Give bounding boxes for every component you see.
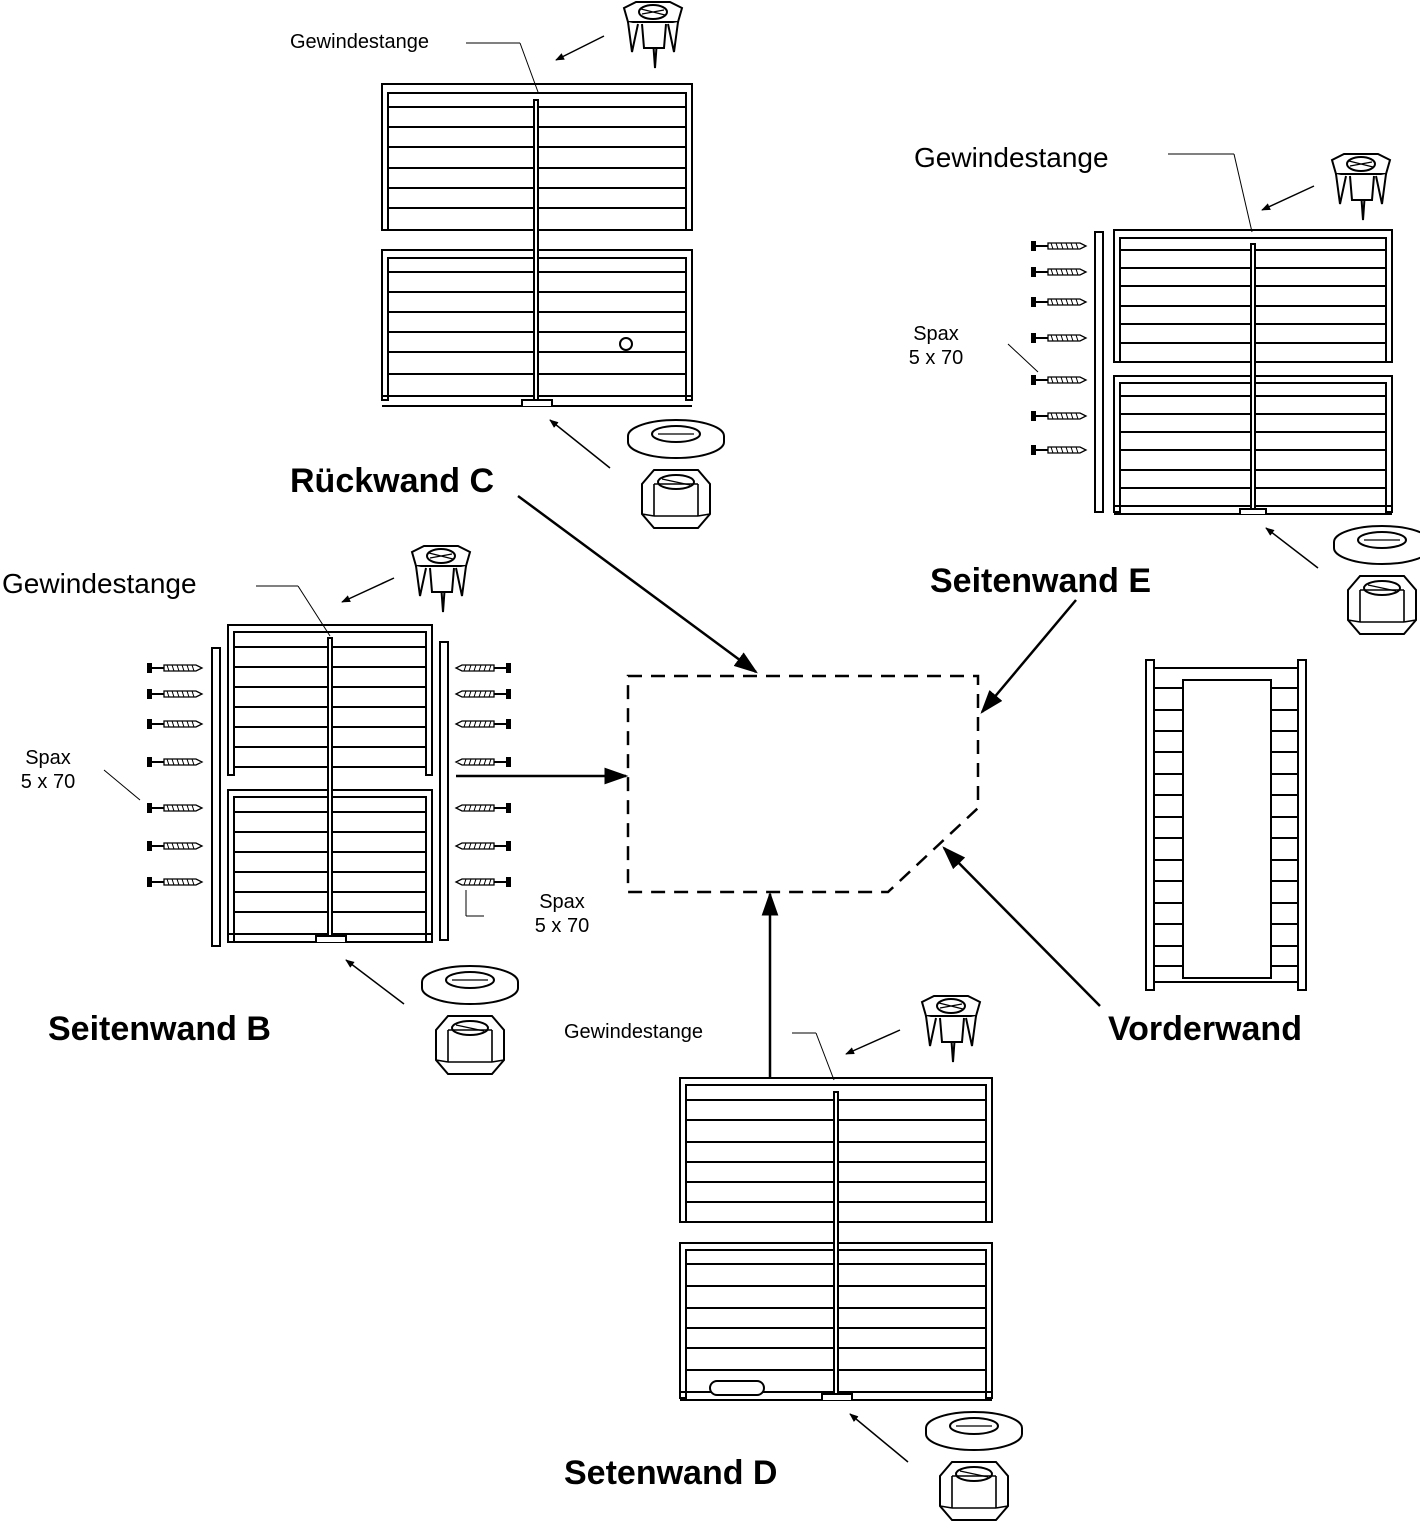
wall-label-vorderwand: Vorderwand: [1108, 1010, 1302, 1048]
wall-label-setenwand-d: Setenwand D: [564, 1454, 778, 1492]
floor-plan-outline: [626, 674, 980, 894]
rod-label-c: Gewindestange: [290, 31, 429, 53]
spax-label-b-right: Spax 5 x 70: [528, 890, 596, 938]
rod-label-d: Gewindestange: [564, 1021, 703, 1043]
rod-label-b: Gewindestange: [2, 568, 197, 599]
panel-seitenwand-b: [211, 624, 449, 947]
panel-rueckwand-c: [381, 83, 693, 407]
spax-label-e-size: 5 x 70: [908, 347, 964, 369]
rod-label-e: Gewindestange: [914, 142, 1109, 173]
spax-label-e: Spax 5 x 70: [902, 322, 970, 370]
panel-seitenwand-e: [1094, 229, 1393, 515]
spax-label-b-left-size: 5 x 70: [20, 771, 76, 793]
panel-vorderwand: [1145, 659, 1307, 991]
wall-label-rueckwand-c: Rückwand C: [290, 462, 495, 500]
spax-label-b-left: Spax 5 x 70: [14, 746, 82, 794]
wall-label-seitenwand-b: Seitenwand B: [48, 1010, 271, 1048]
spax-label-e-name: Spax: [913, 323, 959, 345]
spax-label-b-left-name: Spax: [25, 747, 71, 769]
wall-label-seitenwand-e: Seitenwand E: [930, 562, 1152, 600]
spax-label-b-right-name: Spax: [539, 891, 585, 913]
spax-label-b-right-size: 5 x 70: [534, 915, 590, 937]
panel-setenwand-d: [679, 1077, 993, 1401]
